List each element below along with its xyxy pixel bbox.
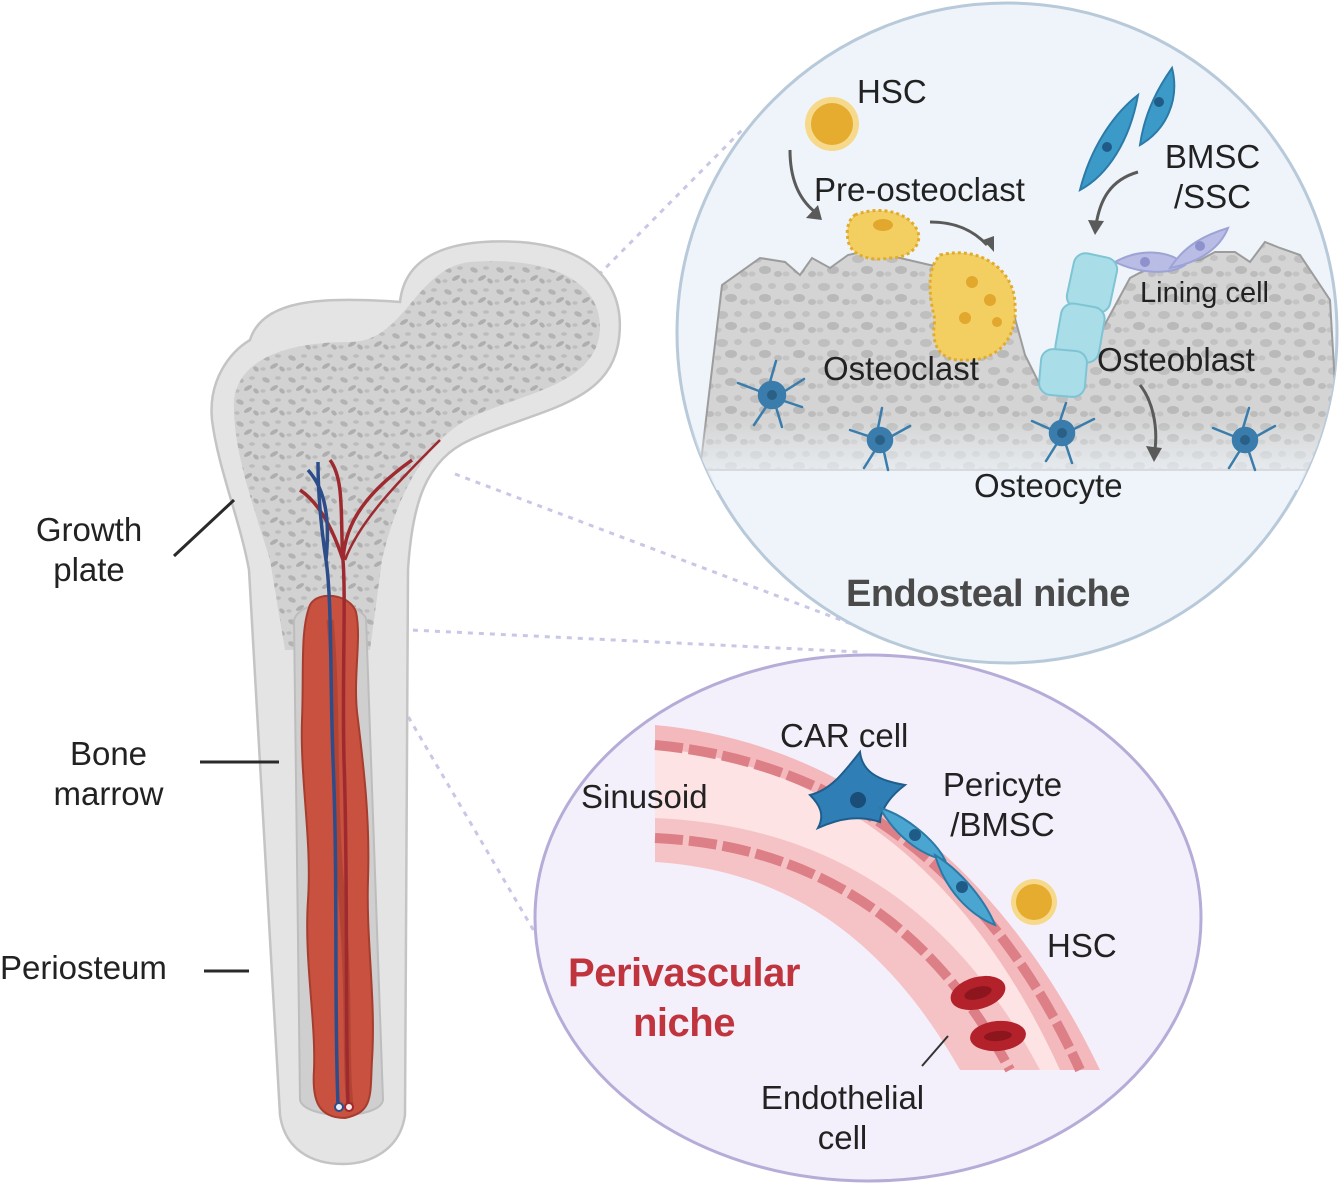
bone-marrow-line-2: marrow: [53, 774, 164, 812]
sinusoid-label: Sinusoid: [581, 778, 708, 815]
bone-marrow-label: Bone marrow: [26, 734, 191, 813]
endothelial-layer: [654, 833, 1015, 1073]
pericyte-bmsc-label: Pericyte /BMSC: [920, 765, 1085, 844]
endothelial-cell-label: Endothelial cell: [735, 1078, 950, 1157]
osteoclast-label: Osteoclast: [823, 350, 979, 387]
growth-plate-label: Growth plate: [14, 510, 164, 589]
pericyte-cells: [877, 806, 997, 927]
hsc-label-endosteal: HSC: [857, 73, 927, 110]
cell-line-2: cell: [817, 1118, 868, 1156]
growth-plate-pointer: [172, 498, 236, 558]
lining-cell-label: Lining cell: [1140, 277, 1269, 309]
bmsc-line-1: BMSC: [1164, 138, 1261, 175]
pre-osteoclast-cell: [845, 209, 921, 261]
bmsc-ssc-label: BMSC /SSC: [1145, 137, 1280, 216]
lining-cells: [1112, 226, 1230, 273]
artery: [299, 458, 414, 1106]
osteocyte-label: Osteocyte: [974, 467, 1123, 504]
growth-plate-line-1: Growth: [35, 511, 143, 548]
osteoclast-cell: [928, 251, 1017, 362]
growth-plate-line-2: plate: [53, 550, 125, 588]
ssc-line-2: /SSC: [1173, 177, 1252, 215]
endothelial-pointer: [921, 1035, 949, 1067]
femur-bone: [172, 240, 622, 1166]
perivascular-niche-panel: [533, 653, 1203, 1183]
endosteal-niche-panel: [675, 1, 1339, 665]
vein: [306, 461, 340, 1106]
osteoblast-cells: [1038, 252, 1119, 398]
hsc-label-perivascular: HSC: [1047, 927, 1117, 964]
bmsc-cells: [1078, 65, 1176, 192]
bmsc-line-2: /BMSC: [950, 805, 1055, 843]
hsc-cell-endosteal: [805, 97, 859, 151]
perivascular-niche-title: Perivascular niche: [548, 948, 820, 1048]
pre-osteoclast-label: Pre-osteoclast: [814, 171, 1025, 208]
car-cell-label: CAR cell: [780, 717, 909, 754]
endothelial-line-1: Endothelial: [760, 1079, 925, 1116]
osteoblast-label: Osteoblast: [1097, 341, 1255, 378]
periosteum-label: Periosteum: [0, 949, 167, 986]
osteocyte-cells: [736, 359, 1277, 472]
niche-line-2: niche: [633, 1001, 735, 1045]
differentiation-arrows: [788, 149, 1158, 451]
hsc-cell-perivascular: [1011, 879, 1057, 925]
bone-marrow-line-1: Bone: [69, 735, 148, 772]
red-blood-cells: [950, 975, 1026, 1052]
perivascular-line-1: Perivascular: [568, 951, 800, 995]
pericyte-line-1: Pericyte: [942, 766, 1063, 803]
bone-surface: [698, 240, 1337, 471]
endosteal-niche-title: Endosteal niche: [846, 573, 1130, 615]
